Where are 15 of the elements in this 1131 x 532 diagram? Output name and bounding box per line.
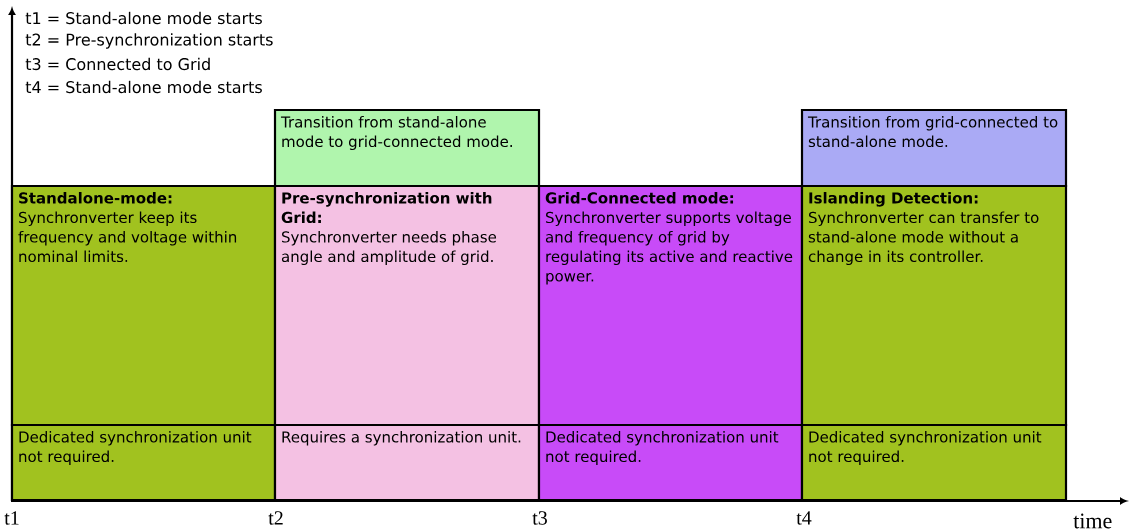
tick-label: t2 xyxy=(268,511,283,525)
requirement-box: Dedicated synchronization unit not required. xyxy=(10,423,277,502)
requirement-box: Dedicated synchronization unit not required. xyxy=(800,423,1068,502)
note-text: t2 = Pre-synchronization starts xyxy=(25,33,273,49)
tick-label: t4 xyxy=(796,511,812,525)
requirement-box: Dedicated synchronization unit not required. xyxy=(537,423,804,502)
requirement-box: Requires a synchronization unit. xyxy=(273,423,541,502)
note-text: t4 = Stand-alone mode starts xyxy=(25,80,262,94)
transition-box: Transition from stand-alone mode to grid-connected mode. xyxy=(273,108,541,188)
tick-label: t3 xyxy=(532,511,547,525)
note-text: t3 = Connected to Grid xyxy=(25,57,210,71)
transition-box: Transition from grid-connected to stand-alone mode. xyxy=(800,108,1068,188)
tick-label: t1 xyxy=(4,511,19,525)
axis-label: time xyxy=(1073,513,1112,529)
note-text: t1 = Stand-alone mode starts xyxy=(25,11,262,25)
